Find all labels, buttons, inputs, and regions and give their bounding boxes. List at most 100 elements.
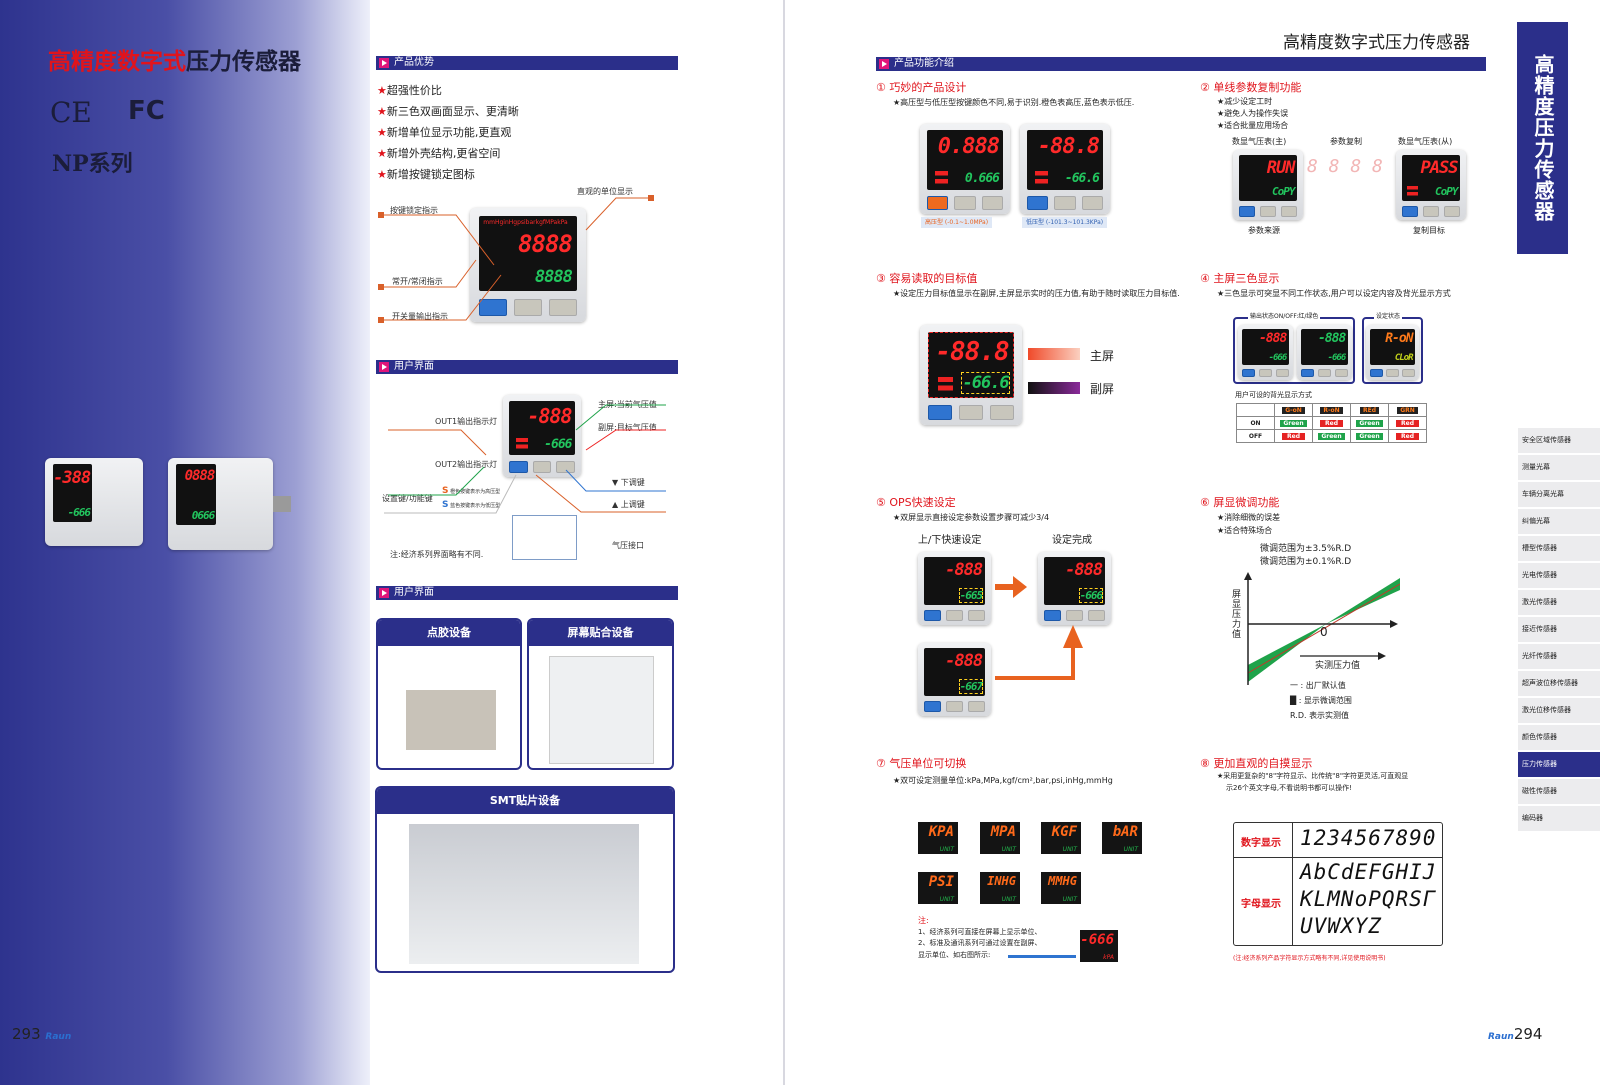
set-done-label: 设定完成 — [1052, 535, 1092, 546]
bullet: ★新增按键锁定图标 — [377, 168, 475, 181]
low-pressure-caption: 低压型 (-101.3~101.3KPa) — [1022, 217, 1108, 228]
sidebar-item[interactable]: 光纤传感器 — [1518, 644, 1600, 669]
sidebar-item[interactable]: 颜色传感器 — [1518, 725, 1600, 750]
sub-screen-arrow — [1028, 382, 1080, 394]
low-pressure-sensor: -88.8-66.6 — [1020, 124, 1110, 214]
note-arrow — [1008, 955, 1076, 958]
label-port: 气压接口 — [612, 541, 644, 550]
brand-logo: Raun — [1488, 1032, 1514, 1042]
product-title: 高精度数字式压力传感器 — [48, 42, 301, 76]
label-up-key: ▲ 上调键 — [612, 500, 645, 509]
sidebar-item[interactable]: 光电传感器 — [1518, 563, 1600, 588]
sidebar-item[interactable]: 槽型传感器 — [1518, 536, 1600, 561]
set-done-sensor: -888-666 — [1038, 552, 1111, 625]
label-nonc: 常开/常闭指示 — [392, 277, 443, 286]
note-title: 注: — [918, 916, 929, 925]
brand-logo: Raun — [45, 1032, 72, 1042]
feature-8-desc: ★采用更复杂的"8"字符显示、比传统"8"字符更灵活,可直观显 — [1217, 772, 1409, 780]
feature-6-bullet: ★适合特殊场合 — [1217, 526, 1273, 535]
sidebar-item[interactable]: 激光位移传感器 — [1518, 698, 1600, 723]
title-red: 高精度数字式 — [48, 49, 186, 75]
feature-8-desc: 示26个英文字母,不看说明书都可以操作! — [1226, 784, 1352, 792]
app-card-laminating: 屏幕贴合设备 — [527, 618, 674, 770]
alpha-display-row: KLMNoPQRSΓ — [1300, 887, 1437, 911]
sub-digits: 0666 — [191, 508, 215, 522]
label-down-key: ▼ 下调键 — [612, 478, 645, 487]
ce-mark: CE — [50, 96, 92, 129]
sidebar-item[interactable]: 测量光幕 — [1518, 455, 1600, 480]
card-title: 点胶设备 — [378, 620, 520, 646]
sidebar-item[interactable]: 磁性传感器 — [1518, 779, 1600, 804]
sidebar-item[interactable]: 车辆分离光幕 — [1518, 482, 1600, 507]
sidebar-item[interactable]: 激光传感器 — [1518, 590, 1600, 615]
quick-set-label: 上/下快速设定 — [918, 535, 982, 546]
sidebar-item[interactable]: 压力传感器 — [1518, 752, 1600, 777]
section-bar-advantages: 产品优势 — [376, 56, 678, 70]
label-lock: 按键锁定指示 — [390, 206, 438, 215]
bullet: ★超强性价比 — [377, 84, 442, 97]
label-s-orange: S 橙色按键表示为高压型 — [442, 486, 501, 496]
card-title: SMT贴片设备 — [377, 788, 673, 814]
number-display-label: 数字显示 — [1241, 838, 1281, 849]
section-bar-ui: 用户界面 — [376, 360, 678, 374]
series-label: NP系列 — [52, 151, 133, 177]
red-state-sensor: -888-666 — [1238, 325, 1293, 380]
feature-2-bullet: ★避免人为操作失误 — [1217, 109, 1289, 118]
feature-3-title: ③ 容易读取的目标值 — [876, 272, 978, 285]
master-label: 数显气压表(主) — [1232, 137, 1287, 146]
page-number-right: Raun294 — [1488, 1025, 1543, 1043]
feature-1-desc: ★高压型与低压型按键颜色不同,易于识别.橙色表高压,蓝色表示低压. — [893, 98, 1135, 107]
photo-sensor-1: -388-666 — [45, 458, 143, 546]
trim-range-upper — [1326, 578, 1400, 624]
sidebar-item[interactable]: 超声波位移传感器 — [1518, 671, 1600, 696]
sidebar-item[interactable]: 纠偏光幕 — [1518, 509, 1600, 534]
setting-state-label: 设定状态 — [1374, 311, 1403, 322]
flow-arrows — [995, 576, 1083, 680]
feature-1-title: ① 巧妙的产品设计 — [876, 81, 967, 94]
feature-2-bullet: ★适合批量应用场合 — [1217, 121, 1289, 130]
section-bar-applications: 用户界面 — [376, 586, 678, 600]
alpha-display-label: 字母显示 — [1241, 899, 1281, 910]
legend-trim-range: █ : 显示微调范围 — [1290, 696, 1352, 705]
label-s-blue: S 蓝色按键表示为低压型 — [442, 500, 501, 510]
quick-set-sensor-up: -888-665 — [918, 552, 991, 625]
green-state-sensor: -888-666 — [1297, 325, 1352, 380]
sub-screen-label: 副屏 — [1090, 382, 1115, 396]
sidebar-item[interactable]: 接近传感器 — [1518, 617, 1600, 642]
pressure-port — [273, 496, 291, 512]
target-label: 复制目标 — [1413, 226, 1445, 235]
sensor-diagram-ui: -888 -666 — [503, 395, 581, 477]
page-divider — [783, 0, 785, 1085]
ui-callout-lines — [384, 404, 666, 514]
slave-label: 数显气压表(从) — [1398, 137, 1453, 146]
feature-4-desc: ★三色显示可突显不同工作状态,用户可以设定内容及背光显示方式 — [1217, 289, 1451, 298]
feature-6-bullet: ★消除细微的误差 — [1217, 513, 1281, 522]
fc-mark: FC — [128, 96, 165, 126]
bullet: ★新增外壳结构,更省空间 — [377, 147, 501, 160]
bullet: ★新增单位显示功能,更直观 — [377, 126, 512, 139]
label-set-key: 设置键/功能键 — [382, 494, 433, 503]
sidebar-item[interactable]: 安全区域传感器 — [1518, 428, 1600, 453]
trim-range-lower — [1248, 624, 1326, 682]
sub-digits: -666 — [544, 436, 572, 452]
main-digits: -888 — [527, 403, 572, 428]
label-sub-screen: 副屏:目标气压值 — [598, 423, 657, 432]
bullet: ★新三色双画面显示、更清晰 — [377, 105, 519, 118]
section-bar-features: 产品功能介绍 — [876, 57, 1486, 71]
app-card-dispensing: 点胶设备 — [376, 618, 522, 770]
trim-chart — [1244, 572, 1400, 685]
sidebar-item[interactable]: 编码器 — [1518, 806, 1600, 831]
label-unit: 直观的单位显示 — [577, 187, 633, 196]
dispensing-machine-image — [406, 690, 496, 750]
